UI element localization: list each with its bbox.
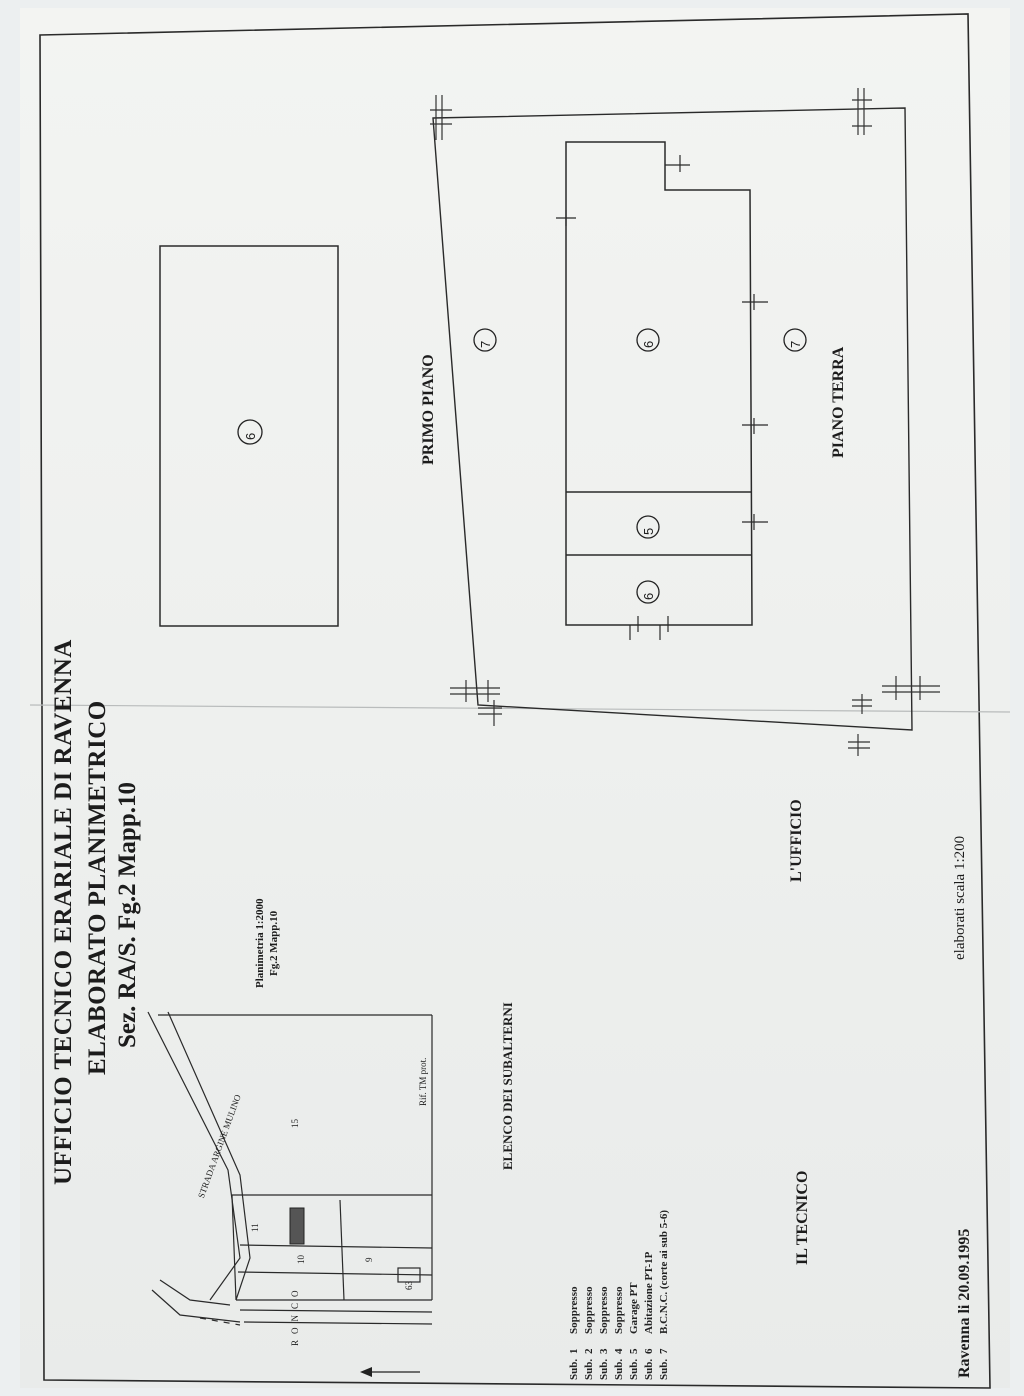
river-label: RONCO	[290, 1284, 300, 1346]
parcel-15: 15	[290, 1119, 300, 1128]
boundary-markers	[430, 88, 940, 756]
circle-7-bottom	[783, 328, 807, 352]
primo-piano-rect	[159, 245, 339, 627]
sub-row-3: Sub.3Soppresso	[598, 1286, 610, 1380]
primo-piano-label: PRIMO PIANO	[420, 354, 437, 465]
piano-terra-building	[565, 141, 753, 626]
parcel-9: 9	[364, 1257, 374, 1263]
primo-sub6: 6	[243, 432, 258, 440]
sub7-top: 7	[478, 340, 493, 348]
l-ufficio: L'UFFICIO	[788, 799, 805, 882]
terra-sub6: 6	[641, 340, 656, 348]
parcel-11: 11	[250, 1223, 260, 1232]
fold-line	[29, 704, 1011, 713]
sub5: 5	[641, 527, 656, 535]
header-line2: ELABORATO PLANIMETRICO	[84, 700, 111, 1075]
parcel-63: 63	[404, 1281, 414, 1290]
date-line: Ravenna li 20.09.1995	[956, 1228, 973, 1378]
sub7-bottom: 7	[788, 340, 803, 348]
sub-row-2: Sub.2Soppresso	[583, 1286, 595, 1380]
sub-row-4: Sub.4Soppresso	[613, 1286, 625, 1380]
circle-7-top	[473, 328, 497, 352]
map-building	[289, 1207, 305, 1245]
elenco-title: ELENCO DEI SUBALTERNI	[500, 1002, 515, 1170]
planimetria-map	[147, 1011, 433, 1326]
lot-outline	[432, 107, 913, 731]
outer-frame	[39, 13, 991, 1389]
il-tecnico: IL TECNICO	[794, 1170, 811, 1265]
circle-terra-6	[636, 328, 660, 352]
sub-row-5: Sub.5Garage PT	[628, 1282, 640, 1380]
entrance-ticks	[556, 155, 768, 640]
circle-primo-6	[237, 419, 263, 445]
sub-row-1: Sub.1Soppresso	[568, 1286, 580, 1380]
header-line3: Sez. RA/S. Fg.2 Mapp.10	[114, 782, 141, 1048]
parcel-10: 10	[296, 1255, 306, 1264]
scale-line: elaborati scala 1:200	[952, 835, 968, 960]
sub6-small: 6	[641, 592, 656, 600]
circle-sub5	[636, 515, 660, 539]
circle-sub6-small	[636, 580, 660, 604]
planimetria-label1: Planimetria 1:2000	[254, 898, 266, 988]
sub-row-7: Sub.7B.C.N.C. (corte ai sub 5-6)	[658, 1209, 670, 1380]
sheet-paper	[20, 8, 1010, 1388]
sub-row-6: Sub.6Abitazione PT-1P	[643, 1251, 655, 1380]
piano-terra-label: PIANO TERRA	[830, 346, 847, 458]
header-line1: UFFICIO TECNICO ERARIALE DI RAVENNA	[50, 639, 77, 1185]
planimetria-label2: Fg.2 Mapp.10	[268, 910, 280, 976]
arrow-north-head	[360, 1367, 372, 1377]
rif-label: Rif. TM prot.	[418, 1057, 428, 1106]
